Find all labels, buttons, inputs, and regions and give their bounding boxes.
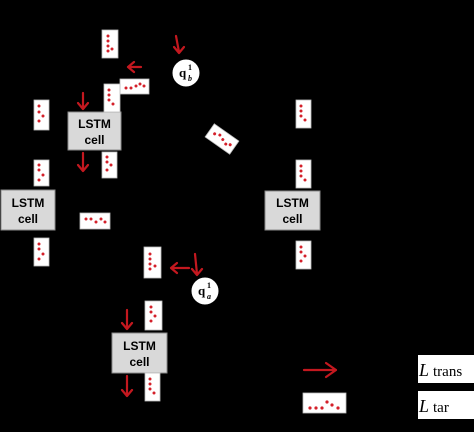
lstm-cell-right: LSTM cell — [264, 190, 321, 231]
arrow-into-query-b — [172, 34, 186, 55]
dot-card-lstm-top-output — [101, 151, 118, 179]
lstm-cell-label: cell — [18, 212, 38, 226]
legend-label-trans: trans — [433, 364, 462, 380]
query-base: q — [198, 283, 206, 298]
arrow-into-lstm-top-left — [76, 91, 90, 111]
query-subscript: a — [207, 292, 211, 301]
dot-card-lstm-top-input — [103, 83, 121, 113]
query-node-a: q 1 a — [190, 276, 220, 306]
dot-card-right-bottom — [295, 240, 312, 270]
lstm-cell-mid-left: LSTM cell — [0, 189, 56, 231]
legend-label-tar: tar — [433, 400, 449, 416]
dot-card-top-query — [101, 29, 119, 59]
legend-script-tar: L — [418, 396, 429, 416]
lstm-cell-label: cell — [129, 355, 149, 369]
lstm-cell-label: LSTM — [78, 117, 111, 131]
lstm-cell-label: LSTM — [123, 339, 156, 353]
dot-card-tilted — [204, 123, 240, 155]
dot-card-left-bottom — [33, 237, 50, 267]
arrow-into-lstm-bottom — [120, 308, 134, 331]
dot-card-query-a-input — [143, 246, 162, 279]
legend: L trans L tar — [302, 355, 474, 419]
legend-arrow-icon — [302, 361, 338, 379]
query-base: q — [179, 65, 187, 80]
arrow-query-a-to-card — [169, 261, 191, 275]
arrow-out-lstm-bottom — [120, 374, 134, 398]
dot-card-horizontal-mid — [79, 212, 111, 230]
legend-label-bg — [418, 391, 474, 419]
arrow-query-b-to-card — [126, 60, 143, 74]
lstm-cell-bottom: LSTM cell — [111, 332, 168, 374]
query-superscript: 1 — [207, 281, 211, 290]
lstm-cell-label: LSTM — [12, 196, 45, 210]
lstm-cell-top-left: LSTM cell — [67, 111, 122, 151]
query-subscript: b — [188, 74, 192, 83]
query-superscript: 1 — [188, 63, 192, 72]
arrow-into-query-a — [190, 252, 204, 277]
legend-label-bg — [418, 355, 474, 383]
dot-card-right-top — [295, 99, 312, 129]
dot-card-left-mid — [33, 159, 50, 187]
lstm-cell-label: cell — [84, 133, 104, 147]
query-node-b: q 1 b — [171, 58, 201, 88]
lstm-cell-label: cell — [282, 212, 302, 226]
legend-dot-card-icon — [302, 392, 347, 414]
lstm-cell-label: LSTM — [276, 196, 309, 210]
dot-card-left-top — [33, 99, 50, 131]
dot-card-right-mid — [295, 159, 312, 189]
arrow-out-lstm-top-left — [76, 151, 90, 173]
dot-card-lstm-bottom-input — [144, 300, 163, 331]
legend-script-trans: L — [418, 360, 429, 380]
dot-card-horizontal-top — [119, 78, 150, 95]
dot-card-lstm-bottom-output — [144, 372, 161, 402]
